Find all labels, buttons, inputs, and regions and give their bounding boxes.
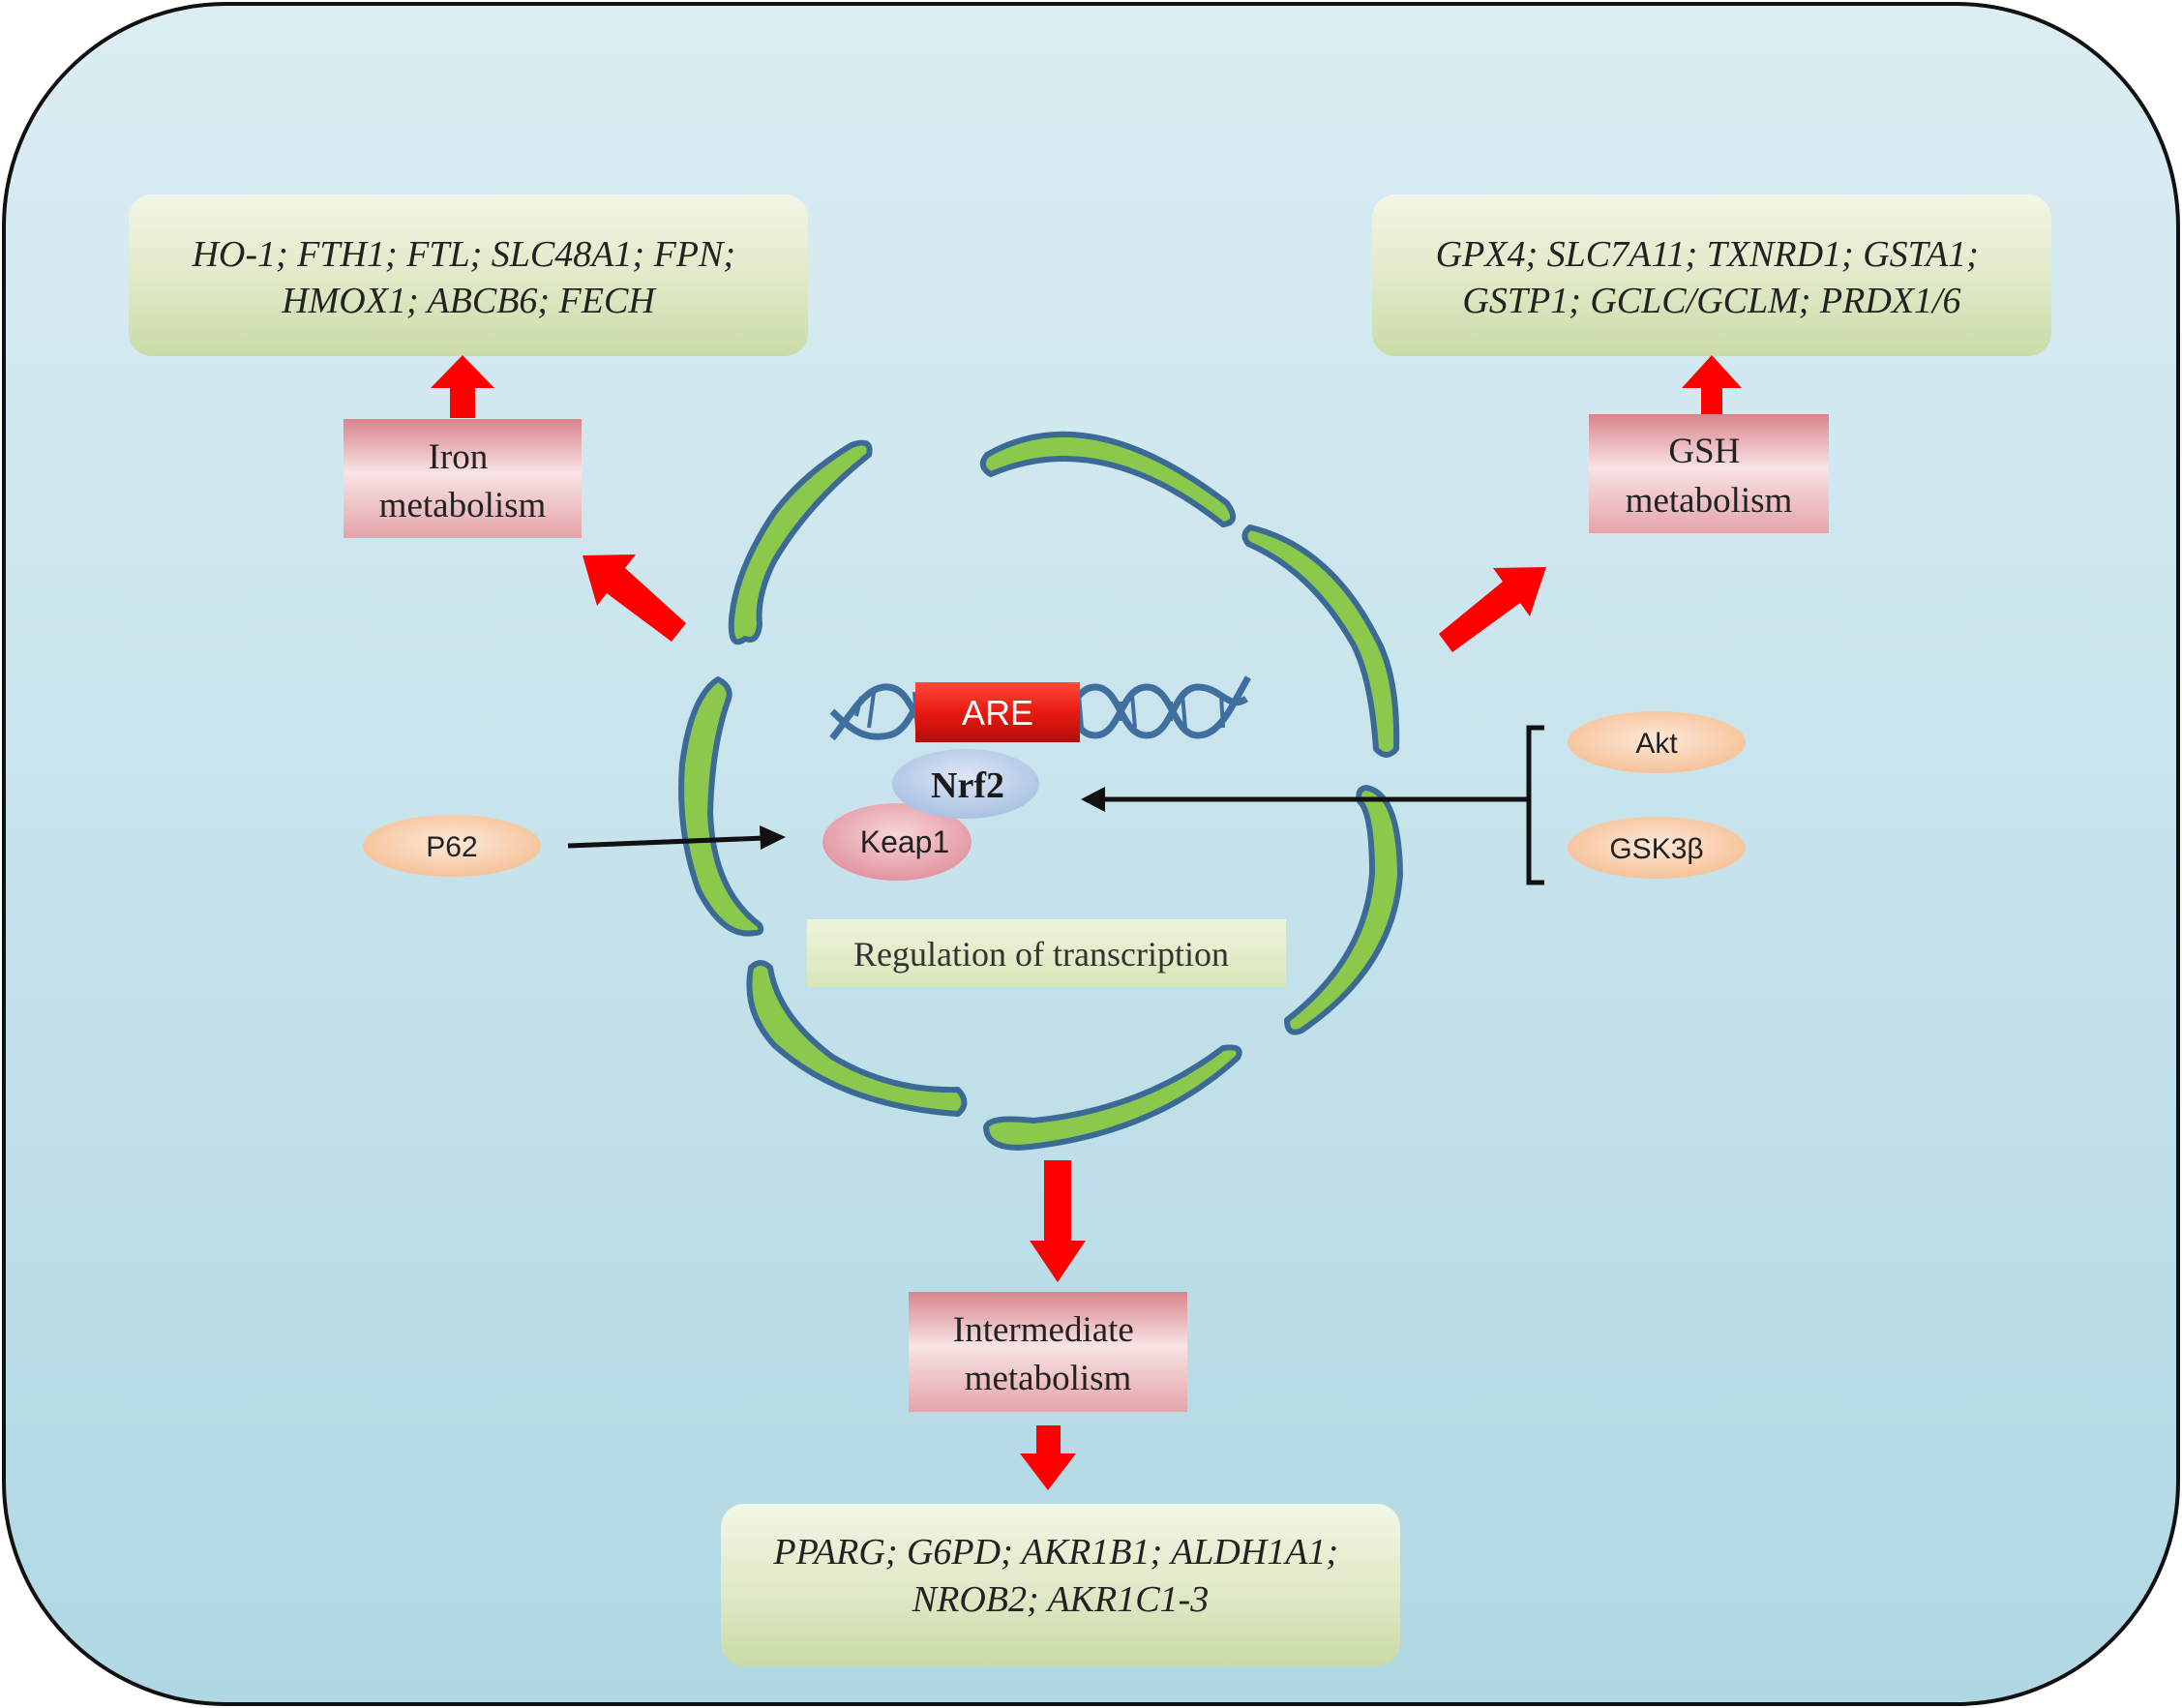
membrane-segment <box>983 1044 1242 1151</box>
regulation-box: Regulation of transcription <box>807 919 1286 987</box>
gsh-genes-line-2: GSTP1; GCLC/GCLM; PRDX1/6 <box>1462 281 1960 321</box>
intermediate-gene-box: PPARG; G6PD; AKR1B1; ALDH1A1; NROB2; AKR… <box>721 1504 1400 1666</box>
p62-regulator: P62 <box>363 815 541 877</box>
membrane-segment <box>1241 524 1400 758</box>
arrow-gsh-to-genes <box>1682 355 1742 414</box>
membrane-segment <box>979 431 1236 527</box>
regulation-label: Regulation of transcription <box>853 935 1229 974</box>
red-arrows <box>431 355 1742 1490</box>
svg-text:GSH metabolism: GSH metabolism <box>1626 432 1793 521</box>
akt-label: Akt <box>1635 728 1678 760</box>
regulator-bracket <box>1526 725 1544 885</box>
membrane-segment <box>678 676 764 937</box>
regulatory-connectors <box>567 725 1544 885</box>
iron-genes-line-1: HO-1; FTH1; FTL; SLC48A1; FPN; <box>191 234 735 275</box>
gsh-metabolism-line-2: metabolism <box>1626 481 1793 521</box>
akt-regulator: Akt <box>1568 711 1746 773</box>
keap1-protein: Keap1 <box>822 803 971 881</box>
are-box: ARE <box>915 682 1080 742</box>
intermediate-metabolism-box: Intermediate metabolism <box>909 1292 1187 1412</box>
membrane-segment <box>728 439 873 645</box>
gsh-genes-line-1: GPX4; SLC7A11; TXNRD1; GSTA1; <box>1436 234 1979 275</box>
membrane-segment <box>1284 785 1403 1035</box>
iron-gene-box: HO-1; FTH1; FTL; SLC48A1; FPN; HMOX1; AB… <box>129 195 808 356</box>
arrow-iron-to-genes <box>431 355 494 418</box>
iron-metabolism-line-2: metabolism <box>379 486 547 525</box>
are-label: ARE <box>962 693 1033 733</box>
p62-label: P62 <box>426 831 477 863</box>
arrow-nucleus-to-iron <box>583 554 686 642</box>
p62-to-keap1-arrow <box>567 835 765 849</box>
gsh-metabolism-box: GSH metabolism <box>1589 414 1829 533</box>
gsh-metabolism-line-1: GSH <box>1668 432 1740 471</box>
svg-text:PPARG; G6PD; AKR1B1; ALDH1A1;: PPARG; G6PD; AKR1B1; ALDH1A1; NROB2; AKR… <box>772 1532 1347 1620</box>
intermediate-metabolism-line-1: Intermediate <box>953 1310 1134 1350</box>
svg-text:HO-1; FTH1; FTL; SLC48A1; FPN;: HO-1; FTH1; FTL; SLC48A1; FPN; HMOX1; AB… <box>191 234 744 321</box>
nrf2-label: Nrf2 <box>931 765 1004 806</box>
nrf2-protein: Nrf2 <box>892 749 1039 819</box>
keap1-label: Keap1 <box>860 824 950 859</box>
membrane-segment <box>746 960 968 1117</box>
intermediate-genes-line-2: NROB2; AKR1C1-3 <box>912 1579 1209 1620</box>
iron-metabolism-box: Iron metabolism <box>344 419 582 538</box>
intermediate-genes-line-1: PPARG; G6PD; AKR1B1; ALDH1A1; <box>772 1532 1338 1573</box>
svg-text:GPX4; SLC7A11; TXNRD1; GSTA1;: GPX4; SLC7A11; TXNRD1; GSTA1; GSTP1; GCL… <box>1436 234 1988 321</box>
svg-text:Intermediate metabolism: Intermediate metabolism <box>953 1310 1143 1398</box>
nuclear-membrane <box>678 431 1403 1151</box>
iron-metabolism-line-1: Iron <box>429 437 489 477</box>
arrow-nucleus-to-intermediate <box>1030 1160 1086 1282</box>
gsh-gene-box: GPX4; SLC7A11; TXNRD1; GSTA1; GSTP1; GCL… <box>1372 195 2051 356</box>
gsk3b-label: GSK3β <box>1609 833 1703 865</box>
iron-genes-line-2: HMOX1; ABCB6; FECH <box>281 281 657 321</box>
arrow-intermediate-to-genes <box>1020 1425 1076 1490</box>
gsk3b-regulator: GSK3β <box>1568 817 1746 879</box>
svg-text:Iron metabolism: Iron metabolism <box>379 437 547 525</box>
intermediate-metabolism-line-2: metabolism <box>965 1359 1132 1398</box>
arrow-nucleus-to-gsh <box>1439 567 1546 652</box>
